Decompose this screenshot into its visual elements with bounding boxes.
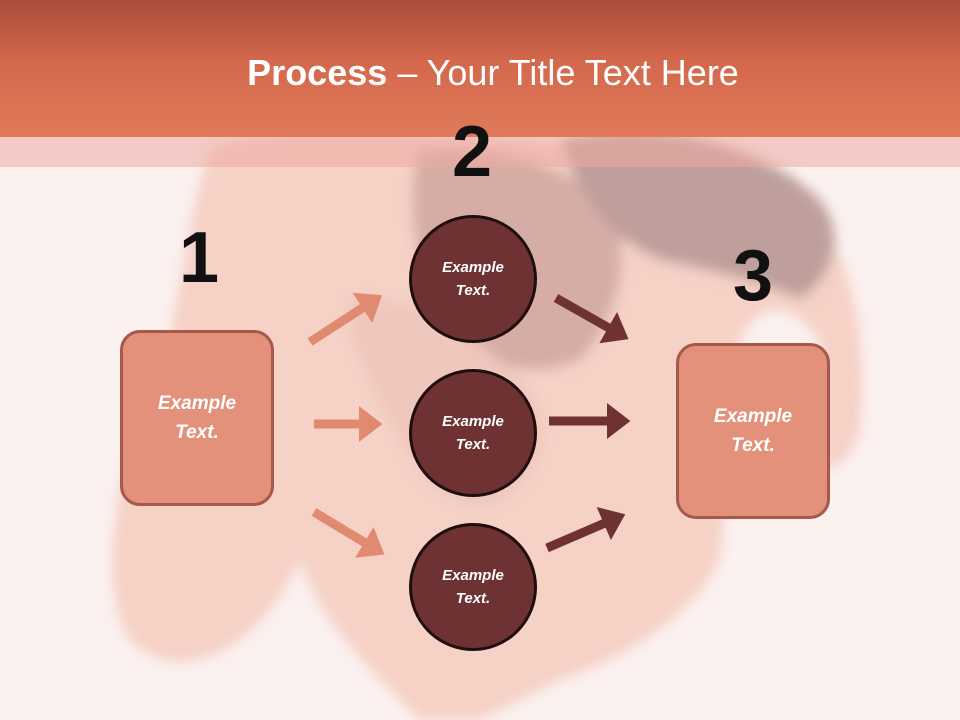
arrow-to-top-circle: [307, 292, 383, 346]
middle-circle-line-2: Text.: [455, 436, 491, 453]
left-box-line-2: Text.: [175, 422, 219, 443]
step-number-3: 3: [732, 236, 774, 316]
title-bold: Process: [247, 52, 388, 93]
top-circle-line-1: Example: [442, 259, 504, 276]
arrow-from-bottom-circle: [545, 507, 626, 553]
step-number-1: 1: [178, 218, 220, 298]
slide-title: Process – Your Title Text Here: [0, 52, 960, 94]
top-circle-line-2: Text.: [455, 282, 491, 299]
title-strip: [0, 137, 960, 167]
bottom-circle-line-1: Example: [442, 567, 504, 584]
bottom-circle-line-2: Text.: [455, 590, 491, 607]
middle-circle-line-1: Example: [442, 413, 504, 430]
arrow-from-top-circle: [553, 294, 629, 344]
title-bar: [0, 0, 960, 137]
title-rest: – Your Title Text Here: [387, 52, 739, 93]
step-number-2: 2: [451, 112, 493, 192]
arrow-to-bottom-circle: [311, 508, 385, 558]
right-box-line-2: Text.: [731, 435, 775, 456]
left-box-line-1: Example: [157, 393, 237, 414]
right-box-line-1: Example: [713, 406, 793, 427]
